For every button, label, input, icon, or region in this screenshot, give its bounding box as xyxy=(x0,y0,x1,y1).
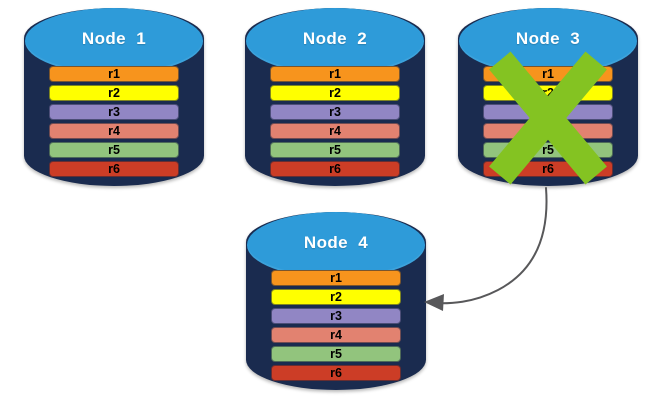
record-bar-r5[interactable]: r5 xyxy=(270,142,400,158)
record-label: r2 xyxy=(330,289,342,304)
record-bar-r4[interactable]: r4 xyxy=(270,123,400,139)
record-label: r1 xyxy=(329,66,341,81)
record-label: r2 xyxy=(329,85,341,100)
node-3-record-list: r1 r2 r3 r4 r5 r6 xyxy=(458,66,638,177)
record-label: r6 xyxy=(329,161,341,176)
record-bar-r3[interactable]: r3 xyxy=(270,104,400,120)
record-bar-r2[interactable]: r2 xyxy=(49,85,179,101)
record-label: r4 xyxy=(108,123,120,138)
node-4-record-list: r1 r2 r3 r4 r5 r6 xyxy=(246,270,426,381)
arrow-head-icon xyxy=(424,294,444,311)
record-label: r5 xyxy=(329,142,341,157)
node-3[interactable]: Node 3 r1 r2 r3 r4 r5 r6 xyxy=(458,8,638,186)
record-bar-r1[interactable]: r1 xyxy=(270,66,400,82)
record-label: r6 xyxy=(330,365,342,380)
record-bar-r6[interactable]: r6 xyxy=(270,161,400,177)
record-label: r4 xyxy=(330,327,342,342)
node-3-label: Node 3 xyxy=(515,29,581,49)
node-4-cylinder-top xyxy=(246,212,426,278)
record-bar-r1[interactable]: r1 xyxy=(49,66,179,82)
record-label: r6 xyxy=(108,161,120,176)
record-bar-r2[interactable]: r2 xyxy=(483,85,613,101)
record-bar-r1[interactable]: r1 xyxy=(271,270,401,286)
record-bar-r4[interactable]: r4 xyxy=(271,327,401,343)
node-1-label: Node 1 xyxy=(81,29,147,49)
record-bar-r3[interactable]: r3 xyxy=(271,308,401,324)
record-bar-r4[interactable]: r4 xyxy=(483,123,613,139)
record-bar-r5[interactable]: r5 xyxy=(49,142,179,158)
arrow-path xyxy=(431,187,548,305)
record-label: r3 xyxy=(330,308,342,323)
record-label: r4 xyxy=(329,123,341,138)
node-4[interactable]: Node 4 r1 r2 r3 r4 r5 r6 xyxy=(246,212,426,390)
record-bar-r6[interactable]: r6 xyxy=(49,161,179,177)
record-label: r3 xyxy=(329,104,341,119)
record-bar-r5[interactable]: r5 xyxy=(271,346,401,362)
record-label: r2 xyxy=(542,85,554,100)
node-2-cylinder-top xyxy=(245,8,425,74)
record-bar-r3[interactable]: r3 xyxy=(483,104,613,120)
record-label: r1 xyxy=(108,66,120,81)
record-label: r5 xyxy=(330,346,342,361)
record-label: r5 xyxy=(108,142,120,157)
node-2-record-list: r1 r2 r3 r4 r5 r6 xyxy=(245,66,425,177)
record-label: r5 xyxy=(542,142,554,157)
record-bar-r2[interactable]: r2 xyxy=(270,85,400,101)
record-label: r2 xyxy=(108,85,120,100)
record-bar-r4[interactable]: r4 xyxy=(49,123,179,139)
record-label: r6 xyxy=(542,161,554,176)
node-2[interactable]: Node 2 r1 r2 r3 r4 r5 r6 xyxy=(245,8,425,186)
record-bar-r3[interactable]: r3 xyxy=(49,104,179,120)
record-label: r4 xyxy=(542,123,554,138)
record-bar-r5[interactable]: r5 xyxy=(483,142,613,158)
record-label: r3 xyxy=(108,104,120,119)
record-bar-r6[interactable]: r6 xyxy=(483,161,613,177)
record-bar-r2[interactable]: r2 xyxy=(271,289,401,305)
node-2-label: Node 2 xyxy=(302,29,368,49)
node-4-label: Node 4 xyxy=(303,233,369,253)
node-1-cylinder-top xyxy=(24,8,204,74)
node-1-record-list: r1 r2 r3 r4 r5 r6 xyxy=(24,66,204,177)
record-label: r1 xyxy=(330,270,342,285)
record-label: r3 xyxy=(542,104,554,119)
record-bar-r6[interactable]: r6 xyxy=(271,365,401,381)
node-1[interactable]: Node 1 r1 r2 r3 r4 r5 r6 xyxy=(24,8,204,186)
